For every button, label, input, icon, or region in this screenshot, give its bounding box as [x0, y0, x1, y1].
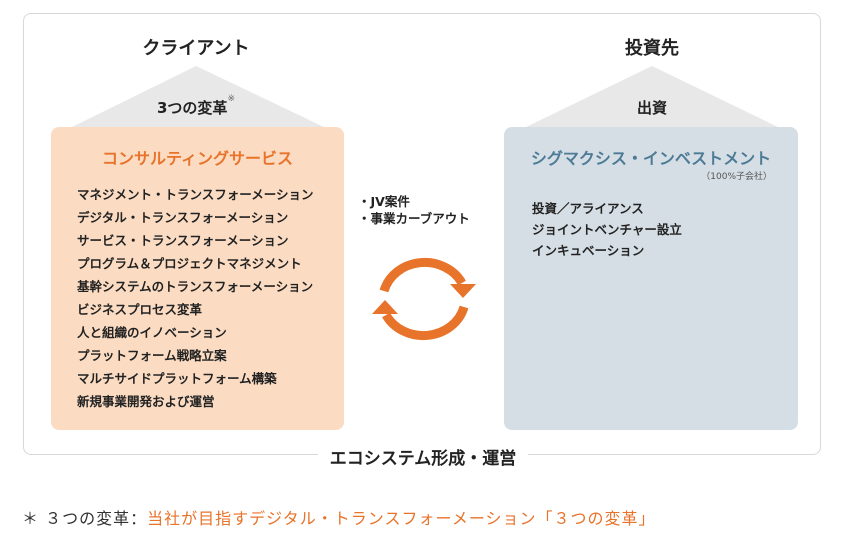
- list-item: 基幹システムのトランスフォーメーション: [77, 279, 314, 294]
- circular-arrows-icon: [372, 257, 476, 341]
- right-roof: [524, 66, 780, 128]
- left-roof-label: 3つの変革※: [96, 94, 296, 118]
- list-item: デジタル・トランスフォーメーション: [77, 210, 289, 225]
- ecosystem-label-row: エコシステム形成・運営: [0, 444, 846, 469]
- left-roof-text: 3つの変革: [157, 99, 228, 117]
- list-item: 人と組織のイノベーション: [77, 325, 227, 340]
- list-item: マルチサイドプラットフォーム構築: [77, 371, 277, 386]
- investment-list: 投資／アライアンス ジョイントベンチャー設立 インキュベーション: [532, 198, 682, 261]
- ecosystem-label: エコシステム形成・運営: [317, 449, 529, 469]
- list-item: インキュベーション: [532, 243, 645, 258]
- left-column-title: クライアント: [142, 38, 250, 59]
- center-list: ・JV案件 ・事業カーブアウト: [358, 193, 470, 227]
- right-roof-label: 出資: [636, 99, 667, 117]
- list-item: ・JV案件: [358, 194, 410, 209]
- list-item: サービス・トランスフォーメーション: [77, 233, 289, 248]
- investment-box: シグマクシス・インベストメント （100%子会社） 投資／アライアンス ジョイン…: [504, 127, 798, 430]
- list-item: 新規事業開発および運営: [77, 394, 215, 409]
- roof-footnote-mark: ※: [227, 94, 235, 104]
- list-item: マネジメント・トランスフォーメーション: [77, 187, 314, 202]
- footnote-prefix: ＊ ３つの変革：: [22, 509, 148, 528]
- footnote-highlight: 当社が目指すデジタル・トランスフォーメーション「３つの変革」: [147, 509, 656, 528]
- list-item: 投資／アライアンス: [532, 201, 644, 216]
- list-item: ビジネスプロセス変革: [77, 302, 203, 317]
- footnote: ＊ ３つの変革：当社が目指すデジタル・トランスフォーメーション「３つの変革」: [22, 505, 656, 529]
- consulting-services-list: マネジメント・トランスフォーメーション デジタル・トランスフォーメーション サー…: [77, 183, 314, 413]
- consulting-services-box: コンサルティングサービス マネジメント・トランスフォーメーション デジタル・トラ…: [51, 127, 344, 430]
- consulting-services-title: コンサルティングサービス: [101, 149, 294, 168]
- left-roof: [70, 66, 326, 128]
- list-item: ジョイントベンチャー設立: [532, 222, 682, 237]
- investment-title: シグマクシス・インベストメント: [530, 149, 772, 168]
- list-item: プラットフォーム戦略立案: [77, 348, 227, 363]
- subsidiary-note: （100%子会社）: [701, 172, 772, 182]
- right-column-title: 投資先: [625, 38, 679, 59]
- list-item: ・事業カーブアウト: [358, 211, 470, 226]
- list-item: プログラム＆プロジェクトマネジメント: [77, 256, 302, 271]
